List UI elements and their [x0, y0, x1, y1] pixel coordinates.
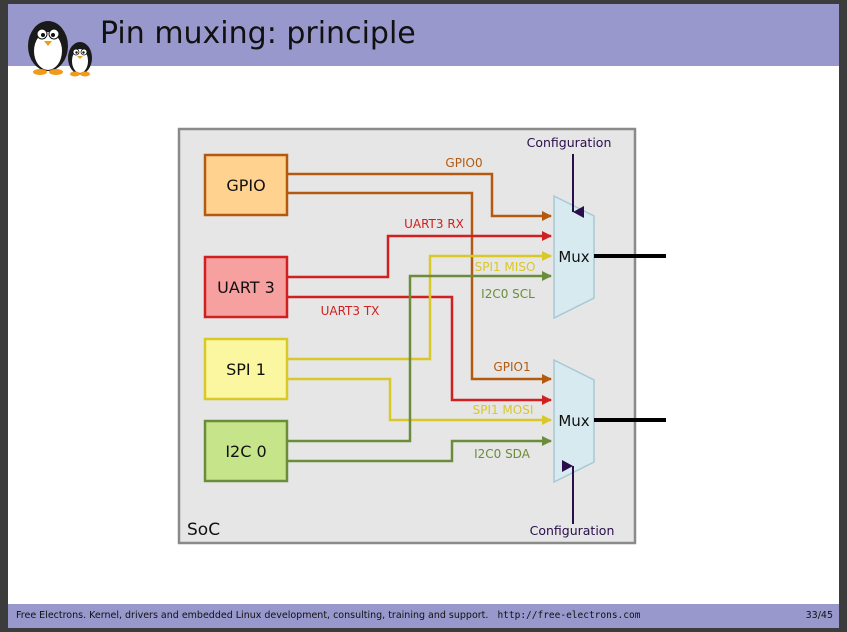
- signal-label-gpio1: GPIO1: [493, 360, 530, 374]
- slide-header: Pin muxing: principle: [8, 4, 839, 77]
- page-title: Pin muxing: principle: [100, 16, 416, 51]
- i2c0-sda-wire: [287, 436, 552, 463]
- footer-url-link[interactable]: http://free-electrons.com: [497, 610, 641, 621]
- uart-block-label: UART 3: [217, 278, 275, 297]
- spi-block: [203, 337, 289, 401]
- i2c-block-label: I2C 0: [225, 442, 266, 461]
- signal-label-uart3-rx: UART3 RX: [404, 217, 464, 231]
- slide-footer: Free Electrons. Kernel, drivers and embe…: [8, 604, 839, 628]
- signal-label-spi1-miso: SPI1 MISO: [475, 260, 536, 274]
- mux-top-label: Mux: [558, 248, 589, 266]
- signal-label-spi1-mosi: SPI1 MOSI: [473, 403, 534, 417]
- footer-text: Free Electrons. Kernel, drivers and embe…: [16, 610, 640, 621]
- gpio0-wire: [287, 172, 552, 221]
- spi1-mosi-wire: [287, 377, 552, 425]
- slide: Pin muxing: principle SoC GPIO: [8, 4, 839, 628]
- signal-label-uart3-tx: UART3 TX: [321, 304, 380, 318]
- mux-bottom: [553, 358, 595, 484]
- penguin-logo-icon: [28, 21, 92, 77]
- signal-label-gpio0: GPIO0: [445, 156, 482, 170]
- i2c0-scl-wire: [287, 271, 552, 443]
- gpio-block: [203, 153, 289, 217]
- uart3-rx-wire: [287, 231, 552, 279]
- signal-label-i2c0-sda: I2C0 SDA: [474, 447, 531, 461]
- i2c-block: [203, 419, 289, 483]
- signal-label-i2c0-scl: I2C0 SCL: [481, 287, 535, 301]
- config-top-label: Configuration: [527, 135, 612, 150]
- uart-block: [203, 255, 289, 319]
- config-bottom-label: Configuration: [530, 523, 615, 538]
- page-number: 33/45: [805, 610, 833, 621]
- gpio-block-label: GPIO: [226, 176, 265, 195]
- gpio1-wire: [287, 191, 552, 384]
- mux-bottom-label: Mux: [558, 412, 589, 430]
- uart3-tx-wire: [287, 295, 552, 405]
- spi-block-label: SPI 1: [226, 360, 266, 379]
- footer-description: Free Electrons. Kernel, drivers and embe…: [16, 610, 489, 621]
- soc-label: SoC: [187, 520, 220, 540]
- spi1-miso-wire: [287, 251, 552, 361]
- pin-muxing-diagram: SoC GPIO UART 3 SPI 1 I2C 0 Mux Mux Conf…: [177, 127, 666, 545]
